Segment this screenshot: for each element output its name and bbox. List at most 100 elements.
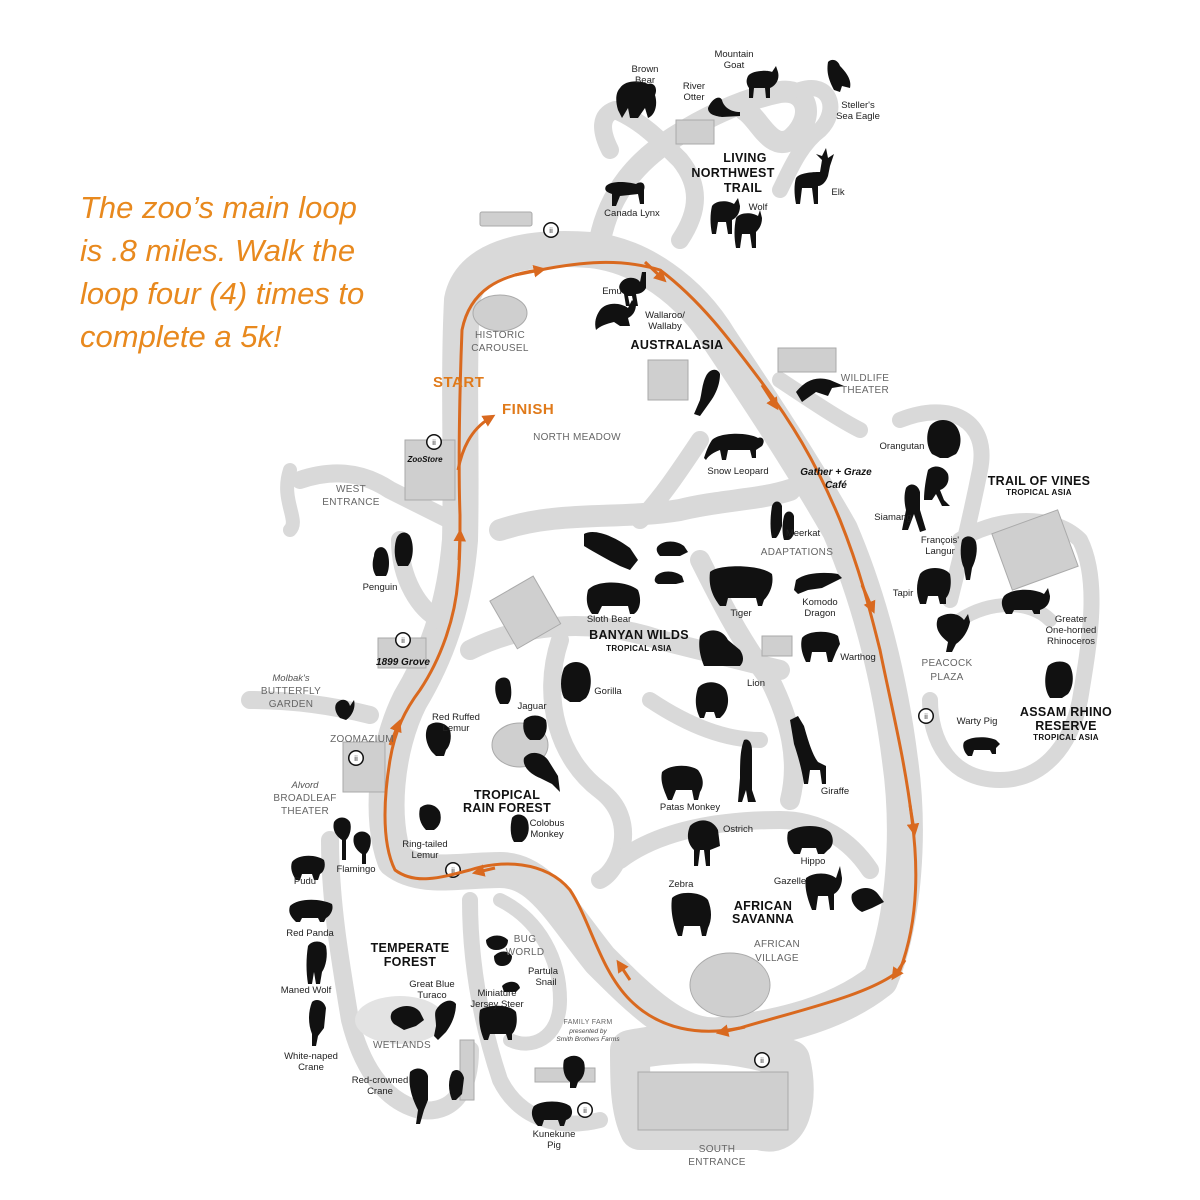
place-butterfly: BUTTERFLY	[261, 686, 321, 697]
mountain-goat-icon	[746, 66, 779, 98]
place-carousel: CAROUSEL	[471, 343, 529, 354]
warty-pig-icon	[963, 737, 1000, 756]
label-red-panda: Red Panda	[286, 928, 334, 939]
patas-monkey-icon	[661, 765, 703, 800]
label-jaguar: Jaguar	[517, 701, 546, 712]
label-partula-2: Snail	[535, 977, 556, 988]
giraffe-icon-small	[738, 739, 756, 802]
zoomazium-building	[342, 741, 386, 793]
label-langur-1: François'	[921, 535, 959, 546]
label-komodo-1: Komodo	[802, 597, 837, 608]
australasia-building	[647, 359, 689, 401]
area-label-rain-forest: RAIN FOREST	[463, 801, 551, 815]
tapir-icon	[917, 568, 951, 604]
pathway-network	[241, 80, 1100, 1152]
place-north-meadow: NORTH MEADOW	[533, 432, 621, 443]
tree-frog-icon	[523, 715, 547, 740]
place-african-village-2: VILLAGE	[755, 953, 799, 964]
area-labels: LIVING NORTHWEST TRAIL AUSTRALASIA TRAIL…	[371, 151, 1112, 969]
ruffed-lemur-icon	[425, 722, 451, 756]
label-zebra: Zebra	[669, 879, 695, 890]
svg-text:ii: ii	[760, 1057, 764, 1065]
white-crane-icon	[309, 1000, 326, 1046]
zebra-icon	[671, 892, 711, 936]
turaco-icon	[390, 1006, 424, 1030]
sea-eagle-icon	[827, 59, 851, 92]
restroom-icon: ii	[395, 632, 411, 648]
parrot-icon	[694, 369, 720, 416]
wolf-icon	[710, 198, 740, 234]
place-molbaks: Molbak's	[272, 673, 309, 684]
lion-building	[761, 635, 793, 657]
area-label-savanna: SAVANNA	[732, 912, 794, 926]
nw-trail-building	[675, 119, 715, 145]
turaco-icon-2	[434, 1000, 456, 1040]
label-gazelle: Gazelle	[774, 876, 806, 887]
route-5k	[383, 260, 920, 1037]
label-canada-lynx: Canada Lynx	[604, 208, 660, 219]
label-brown-bear-1: Brown	[632, 64, 659, 75]
lion-icon	[699, 630, 743, 666]
place-broadleaf-theater: THEATER	[281, 806, 329, 817]
area-label-trail: TRAIL	[724, 181, 762, 195]
route-arrow-2	[643, 260, 667, 283]
svg-text:ii: ii	[354, 755, 358, 763]
flamingo-icon	[333, 817, 351, 860]
place-garden: GARDEN	[269, 699, 314, 710]
area-label-forest: FOREST	[384, 955, 437, 969]
headline-line-4: complete a 5k!	[80, 319, 282, 354]
emu-icon	[619, 272, 646, 306]
place-family-farm: FAMILY FARM	[564, 1019, 613, 1026]
label-tiger: Tiger	[730, 608, 751, 619]
pudu-icon	[291, 855, 325, 880]
label-komodo-2: Dragon	[804, 608, 835, 619]
label-lion: Lion	[747, 678, 765, 689]
place-wetlands: WETLANDS	[373, 1040, 431, 1051]
rooster-icon	[563, 1055, 585, 1088]
headline-line-2: is .8 miles. Walk the	[80, 233, 356, 268]
label-siamang: Siamang	[874, 512, 912, 523]
jaguar-icon	[495, 677, 512, 704]
svg-text:ii: ii	[583, 1107, 587, 1115]
label-penguin: Penguin	[363, 582, 398, 593]
carousel-building	[472, 294, 528, 332]
finish-label: FINISH	[502, 401, 554, 418]
label-rhino-3: Rhinoceros	[1047, 636, 1095, 647]
place-peacock: PEACOCK	[921, 658, 972, 669]
label-pudu: Pudu	[294, 876, 316, 887]
route-arrow-6	[891, 959, 907, 981]
snow-leopard-icon	[704, 433, 764, 460]
label-warty-pig: Warty Pig	[957, 716, 998, 727]
wolf-icon-2	[734, 210, 762, 248]
trail-of-vines-temple	[991, 509, 1079, 591]
peacock-icon	[936, 613, 970, 652]
peacock-banyan-icon	[584, 531, 638, 570]
animal-labels: Brown Bear Mountain Goat River Otter Ste…	[281, 49, 1097, 1151]
area-label-trail-of-vines: TRAIL OF VINES	[988, 474, 1091, 488]
area-label-australasia: AUSTRALASIA	[631, 338, 724, 352]
svg-text:ii: ii	[401, 637, 405, 645]
label-ruffed-lemur-1: Red Ruffed	[432, 712, 480, 723]
african-village-building	[689, 952, 771, 1018]
place-zoomazium: ZOOMAZIUM	[330, 734, 394, 745]
label-elk: Elk	[831, 187, 844, 198]
restroom-icon: ii	[918, 708, 934, 724]
langur-icon	[960, 536, 977, 580]
label-emu: Emu	[602, 286, 622, 297]
building-footprints	[342, 119, 1079, 1131]
siamang-swing-icon	[902, 484, 926, 532]
label-sloth-bear: Sloth Bear	[587, 614, 631, 625]
siamang-icon	[924, 466, 950, 506]
restroom-icon: ii	[577, 1102, 593, 1118]
restroom-icons: ii ii ii ii ii ii ii ii	[348, 222, 934, 1118]
label-white-crane-1: White-naped	[284, 1051, 338, 1062]
label-giraffe: Giraffe	[821, 786, 849, 797]
bug-icon	[486, 935, 508, 950]
tiger-icon	[709, 566, 773, 606]
label-snow-leopard: Snow Leopard	[707, 466, 768, 477]
canada-lynx-icon	[605, 182, 645, 206]
label-river-otter-2: Otter	[683, 92, 704, 103]
place-south-entrance: ENTRANCE	[688, 1157, 745, 1168]
penguin-icon-2	[394, 532, 413, 566]
